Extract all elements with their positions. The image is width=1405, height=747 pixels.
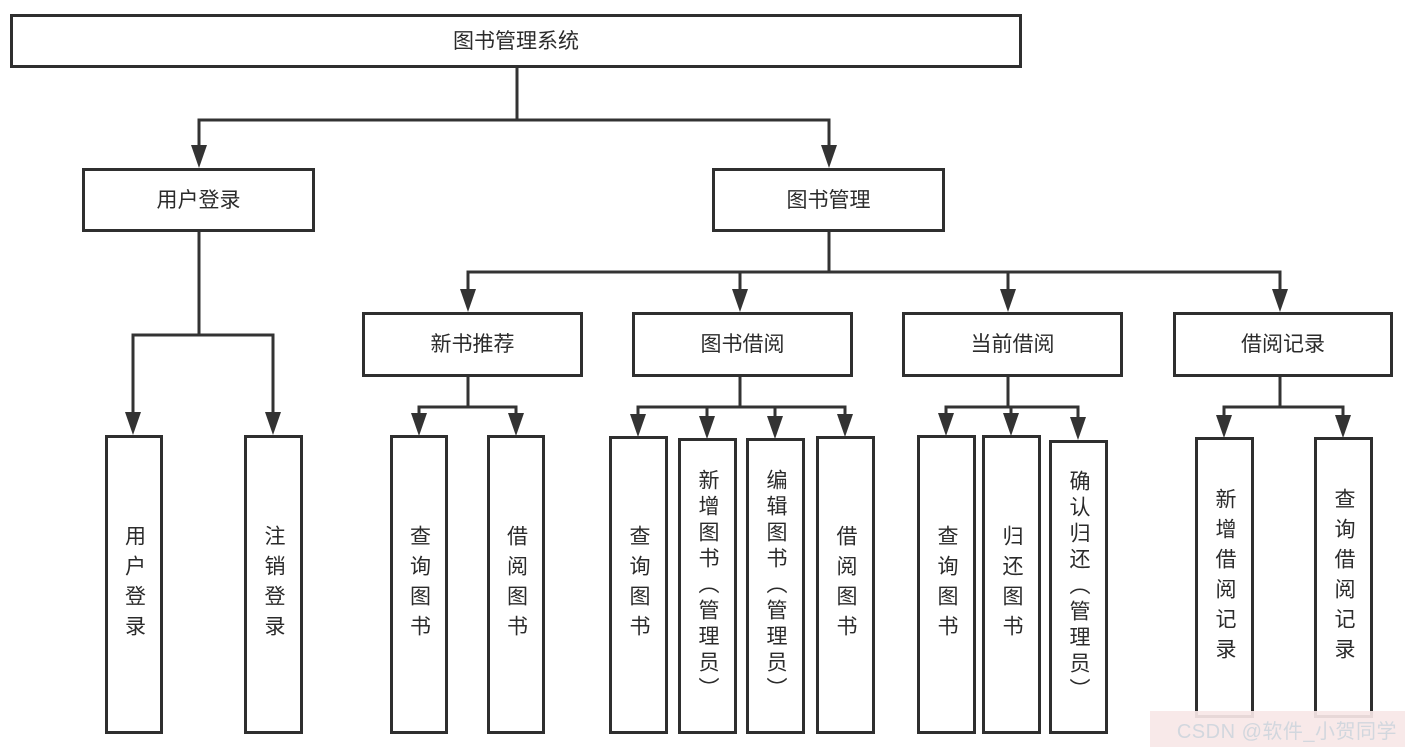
node-borrowing-records: 借阅记录	[1173, 312, 1393, 377]
leaf-edit-books-admin: 编辑图书（管理员）	[746, 438, 805, 734]
node-book-management: 图书管理	[712, 168, 945, 232]
arrowhead-icons	[125, 145, 1351, 440]
leaf-borrow-books-recommend: 借阅图书	[487, 435, 545, 734]
leaf-query-books-recommend: 查询图书	[390, 435, 448, 734]
leaf-return-books: 归还图书	[982, 435, 1041, 734]
leaf-add-books-admin: 新增图书（管理员）	[678, 438, 737, 734]
node-current-borrowing: 当前借阅	[902, 312, 1123, 377]
leaf-confirm-return-admin: 确认归还（管理员）	[1049, 440, 1108, 734]
watermark: CSDN @软件_小贺同学	[1150, 711, 1405, 747]
node-new-book-recommend: 新书推荐	[362, 312, 583, 377]
leaf-borrow-books: 借阅图书	[816, 436, 875, 734]
leaf-user-login: 用户登录	[105, 435, 163, 734]
node-book-borrowing: 图书借阅	[632, 312, 853, 377]
node-user-login: 用户登录	[82, 168, 315, 232]
leaf-logout: 注销登录	[244, 435, 303, 734]
leaf-query-books-current: 查询图书	[917, 435, 976, 734]
leaf-query-books-borrowing: 查询图书	[609, 436, 668, 734]
leaf-query-borrow-record: 查询借阅记录	[1314, 437, 1373, 718]
node-library-system: 图书管理系统	[10, 14, 1022, 68]
leaf-add-borrow-record: 新增借阅记录	[1195, 437, 1254, 718]
